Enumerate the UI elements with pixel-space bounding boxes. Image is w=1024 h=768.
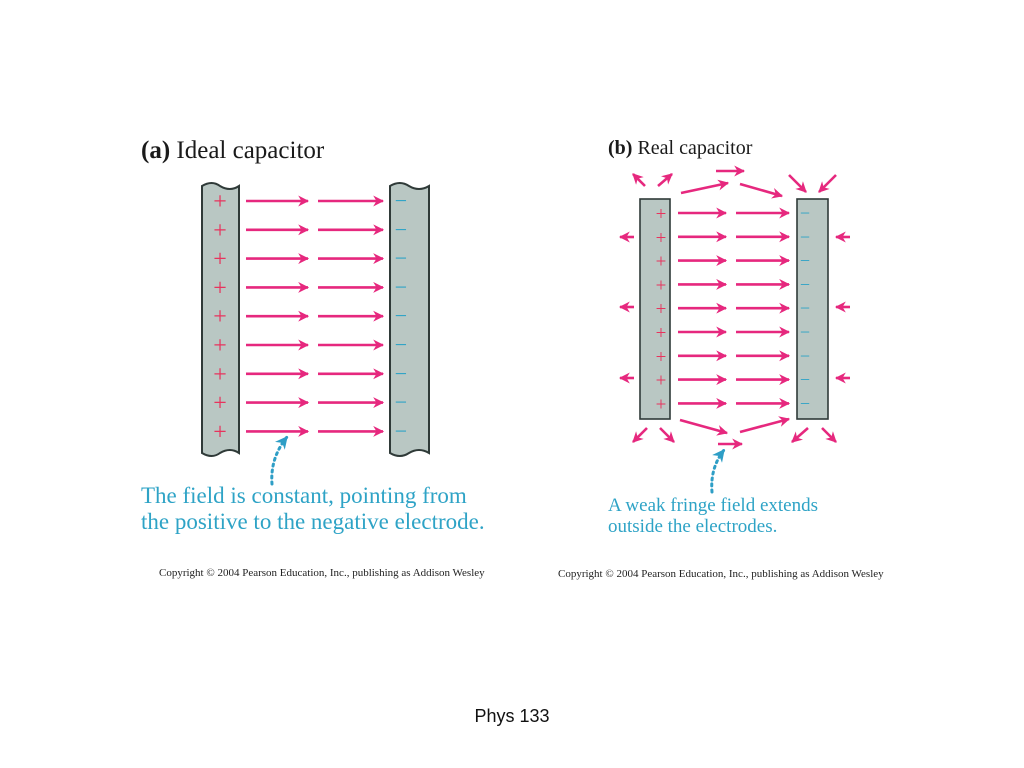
positive-charge: + <box>213 189 227 215</box>
panel-a-label: (a) <box>141 137 171 164</box>
fringe-arrow <box>739 416 791 434</box>
panel-b-label: (b) <box>608 137 633 159</box>
positive-charge: + <box>656 252 667 273</box>
panel-b-caption-pointer <box>710 448 726 494</box>
panel-b-caption-line1: A weak fringe field extends <box>608 495 818 516</box>
fringe-arrow <box>657 173 673 187</box>
panel-a-caption-line1: The field is constant, pointing from <box>141 483 467 508</box>
negative-charge: − <box>395 332 407 357</box>
positive-charge: + <box>213 391 227 417</box>
negative-charge: − <box>395 188 407 213</box>
panel-a-caption: The field is constant, pointing from the… <box>141 483 485 535</box>
panel-b-copyright: Copyright © 2004 Pearson Education, Inc.… <box>558 568 884 580</box>
panel-b-positive-plate <box>639 198 671 420</box>
negative-charge: − <box>800 227 810 247</box>
positive-charge: + <box>656 371 667 392</box>
fringe-arrow <box>788 174 807 193</box>
negative-charge: − <box>800 298 810 318</box>
fringe-arrow <box>818 174 837 193</box>
positive-charge: + <box>656 275 667 296</box>
positive-charge: + <box>656 204 667 225</box>
positive-charge: + <box>213 362 227 388</box>
panel-a-copyright: Copyright © 2004 Pearson Education, Inc.… <box>159 567 485 579</box>
panel-b-title: (b) Real capacitor <box>608 137 752 160</box>
fringe-arrow <box>632 173 646 187</box>
negative-charge: − <box>395 217 407 242</box>
negative-charge: − <box>800 274 810 294</box>
fringe-arrow <box>791 427 809 443</box>
fringe-arrow <box>680 179 730 195</box>
fringe-arrow <box>679 418 729 436</box>
negative-charge: − <box>395 246 407 271</box>
panel-a-caption-line2: the positive to the negative electrode. <box>141 508 485 534</box>
panel-b-negative-plate <box>796 198 829 420</box>
negative-charge: − <box>800 393 810 413</box>
panel-b-charges: + − + − + − + − + − + − + − + − + − <box>656 203 810 415</box>
positive-charge: + <box>213 333 227 359</box>
panel-a-positive-plate <box>201 182 240 457</box>
negative-charge: − <box>395 390 407 415</box>
panel-a-title: (a) Ideal capacitor <box>141 137 324 165</box>
panel-a-charges: + − + − + − + − + − + − + − + − + − <box>213 188 407 445</box>
positive-charge: + <box>213 304 227 330</box>
fringe-arrow <box>632 427 648 443</box>
negative-charge: − <box>800 370 810 390</box>
positive-charge: + <box>656 347 667 368</box>
fringe-arrow <box>821 427 837 443</box>
panel-b-caption-line2: outside the electrodes. <box>608 516 778 538</box>
panel-a-caption-pointer <box>270 435 289 486</box>
positive-charge: + <box>656 394 667 415</box>
positive-charge: + <box>656 299 667 320</box>
panel-b-field-lines <box>678 207 791 409</box>
negative-charge: − <box>395 418 407 443</box>
positive-charge: + <box>656 323 667 344</box>
panel-a-field-lines <box>246 195 385 437</box>
positive-charge: + <box>213 247 227 273</box>
negative-charge: − <box>395 274 407 299</box>
panel-b-fringe-field <box>618 165 850 450</box>
positive-charge: + <box>213 218 227 244</box>
negative-charge: − <box>800 346 810 366</box>
footer-course-label: Phys 133 <box>474 706 550 726</box>
positive-charge: + <box>213 419 227 445</box>
panel-a-title-text: Ideal capacitor <box>176 137 325 164</box>
negative-charge: − <box>395 303 407 328</box>
negative-charge: − <box>395 361 407 386</box>
fringe-arrow <box>739 182 784 199</box>
fringe-arrow <box>659 427 675 443</box>
negative-charge: − <box>800 251 810 271</box>
positive-charge: + <box>656 228 667 249</box>
panel-b-caption: A weak fringe field extends outside the … <box>608 495 818 538</box>
panel-a-negative-plate <box>389 182 430 457</box>
negative-charge: − <box>800 203 810 223</box>
panel-b-title-text: Real capacitor <box>637 137 753 159</box>
negative-charge: − <box>800 322 810 342</box>
positive-charge: + <box>213 275 227 301</box>
